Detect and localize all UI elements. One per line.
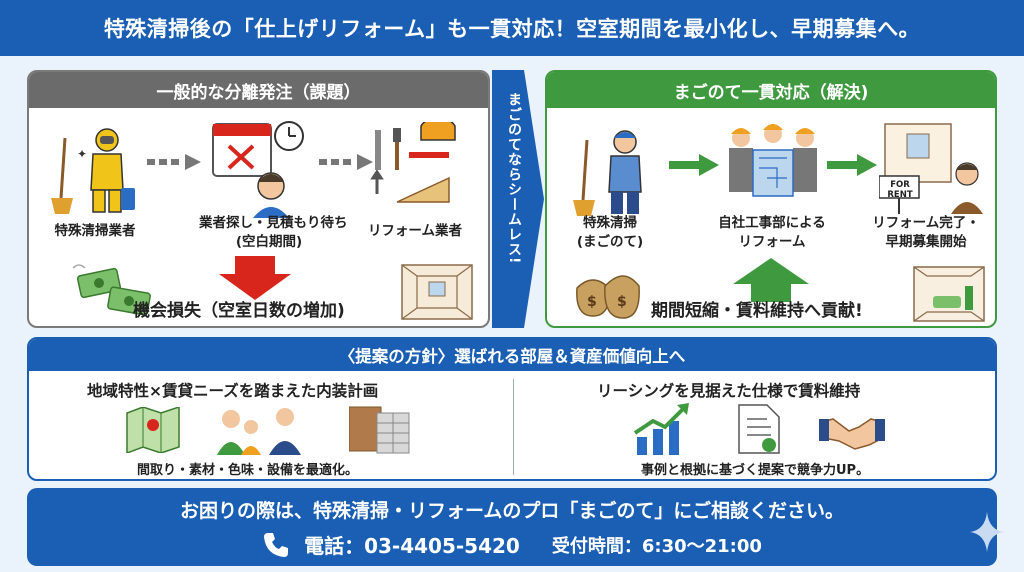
empty-room-icon [401,264,473,320]
contact-footer: お困りの際は、特殊清掃・リフォームのプロ「まごのて」にご相談ください。 電話：0… [27,488,997,566]
map-icon [126,407,180,453]
seamless-arrow-text: まごのてならシームレス! [506,92,522,265]
material-samples-icon [349,406,410,454]
phone-number[interactable]: 電話：03-4405-5420 [304,534,520,558]
footer-contact-row: 電話：03-4405-5420 受付時間：6:30〜21:00 [27,530,997,559]
calendar-cross-icon [212,121,304,218]
svg-text:✦: ✦ [77,147,87,161]
page-title: 特殊清掃後の「仕上げリフォーム」も一貫対応！空室期間を最小化し、早期募集へ。 [103,17,921,41]
furnished-room-icon [913,266,985,322]
family-icon [217,408,301,455]
dotted-arrow-icon [319,154,373,170]
handshake-icon [819,418,885,450]
benefit-label: 期間短縮・賃料維持へ貢献! [651,301,863,321]
opportunity-loss-label: 機会損失（空室日数の増加) [133,301,345,321]
solution-panel: まごのて一貫対応（解決) 特殊清掃 (まごのて) 自社工事部による リフォーム [545,70,997,328]
solution-step1-label: 特殊清掃 (まごのて) [576,215,644,250]
up-arrow-icon [733,258,809,302]
header-banner: 特殊清掃後の「仕上げリフォーム」も一貫対応！空室期間を最小化し、早期募集へ。 [0,0,1024,56]
down-arrow-icon [219,256,291,300]
solution-step2-label: 自社工事部による リフォーム [718,215,826,250]
issue-panel: 一般的な分離発注（課題） ✦ 特殊清掃業者 業者探し・見積もり待ち (空白期間) [27,70,490,328]
policy-section: 〈提案の方針〉選ばれる部屋＆資産価値向上へ 地域特性×賃貸ニーズを踏まえた内装計… [27,337,997,481]
policy-right-heading: リーシングを見据えた仕様で賃料維持 [597,382,861,400]
cleaning-worker-icon: ✦ [51,128,135,214]
solution-panel-title: まごのて一貫対応（解決) [547,72,995,108]
dotted-arrow-icon [147,154,201,170]
business-hours: 受付時間：6:30〜21:00 [551,535,762,557]
green-arrow-icon [669,154,719,176]
sparkle-icon [970,512,1004,552]
issue-step2-label: 業者探し・見積もり待ち (空白期間) [199,215,348,250]
issue-step1-label: 特殊清掃業者 [54,223,136,239]
footer-message: お困りの際は、特殊清掃・リフォームのプロ「まごのて」にご相談ください。 [179,500,845,522]
workers-blueprint-icon [729,124,817,197]
money-bags-icon: $ $ [576,275,640,319]
policy-left-caption: 間取り・素材・色味・設備を最適化。 [137,463,359,478]
issue-step3-label: リフォーム業者 [367,223,463,239]
policy-left-heading: 地域特性×賃貸ニーズを踏まえた内装計画 [87,382,379,400]
document-icon [738,404,780,454]
for-rent-sign: FOR RENT [887,180,913,200]
growth-chart-icon [633,403,689,455]
issue-panel-title: 一般的な分離発注（課題） [29,72,488,108]
solution-step3-label: リフォーム完了・ 早期募集開始 [872,215,980,250]
room-for-rent-icon [879,123,983,214]
green-arrow-icon [827,154,877,176]
policy-title: 〈提案の方針〉選ばれる部屋＆資産価値向上へ [29,339,995,371]
policy-right-caption: 事例と根拠に基づく提案で競争力UP。 [641,463,870,478]
seamless-arrow-icon [492,70,544,328]
phone-icon [264,532,289,557]
tools-icon [370,122,456,203]
svg-text:$: $ [587,294,597,310]
svg-text:$: $ [617,294,627,310]
cleaning-staff-icon [573,130,642,216]
money-flying-icon [72,264,151,316]
policy-divider [513,379,514,475]
